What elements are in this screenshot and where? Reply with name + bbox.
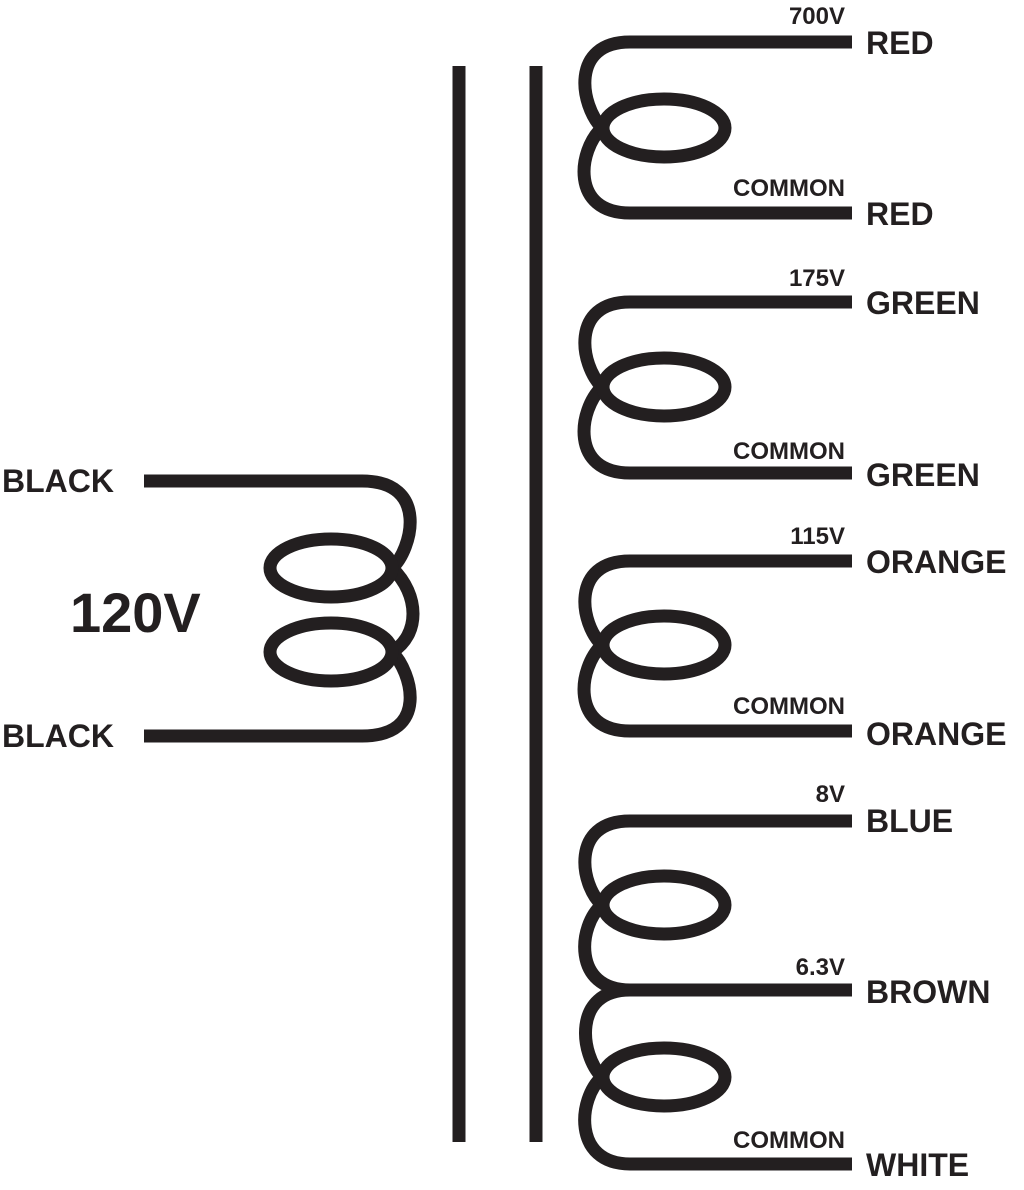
filament-color-bottom: WHITE xyxy=(866,1147,969,1183)
filament-wire xyxy=(578,814,852,1171)
primary-lead-top-label: BLACK xyxy=(2,463,114,499)
secondary-3-tap-top: 115V xyxy=(790,523,845,550)
filament-loop-lower xyxy=(596,1041,732,1113)
primary-loop-lower xyxy=(263,616,399,688)
secondary-1-color-bottom: RED xyxy=(866,196,934,232)
primary-voltage-label: 120V xyxy=(70,581,201,644)
filament-winding: 8V BLUE 6.3V BROWN COMMON WHITE xyxy=(578,781,990,1183)
filament-tap-bottom: COMMON xyxy=(733,1127,845,1154)
filament-color-top: BLUE xyxy=(866,803,953,839)
secondary-1-tap-bottom: COMMON xyxy=(733,175,845,202)
secondary-winding-3: 115V ORANGE COMMON ORANGE xyxy=(577,523,1006,752)
primary-wire xyxy=(144,474,420,743)
secondary-2-loop xyxy=(596,351,732,423)
secondary-2-color-bottom: GREEN xyxy=(866,457,980,493)
filament-color-mid: BROWN xyxy=(866,974,990,1010)
primary-lead-bottom-label: BLACK xyxy=(2,718,114,754)
secondary-2-color-top: GREEN xyxy=(866,285,980,321)
primary-winding: BLACK BLACK 120V xyxy=(2,463,420,754)
primary-loop-upper xyxy=(263,532,399,604)
secondary-3-color-top: ORANGE xyxy=(866,544,1006,580)
secondary-3-loop xyxy=(596,609,732,681)
filament-loop-upper xyxy=(596,869,732,941)
secondary-3-tap-bottom: COMMON xyxy=(733,693,845,720)
secondary-3-color-bottom: ORANGE xyxy=(866,716,1006,752)
secondary-winding-1: 700V RED COMMON RED xyxy=(577,3,934,232)
secondary-2-tap-top: 175V xyxy=(789,265,845,292)
filament-tap-top: 8V xyxy=(816,781,845,808)
filament-tap-mid: 6.3V xyxy=(796,954,845,981)
secondary-1-loop xyxy=(596,92,732,164)
secondary-1-color-top: RED xyxy=(866,25,934,61)
secondary-1-tap-top: 700V xyxy=(789,3,845,30)
secondary-2-tap-bottom: COMMON xyxy=(733,438,845,465)
secondary-winding-2: 175V GREEN COMMON GREEN xyxy=(577,265,980,493)
